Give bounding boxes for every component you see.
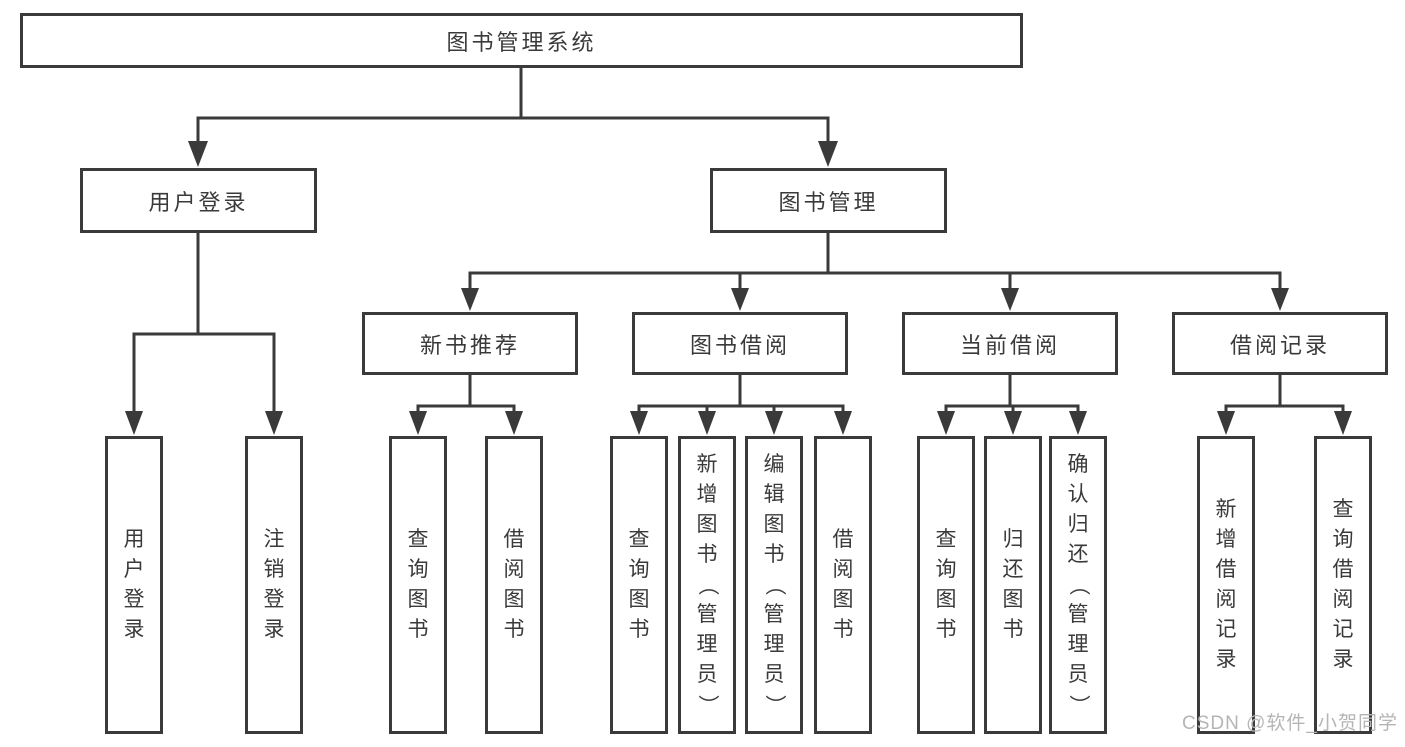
node-leaf-edit-book-admin: 编辑图书（管理员） <box>745 436 803 734</box>
node-user-login-module: 用户登录 <box>80 168 317 233</box>
node-leaf-logout: 注销登录 <box>245 436 303 734</box>
node-leaf-query-books-borrow: 查询图书 <box>610 436 668 734</box>
node-leaf-add-borrow-record: 新增借阅记录 <box>1197 436 1255 734</box>
node-leaf-query-books-recommend: 查询图书 <box>389 436 447 734</box>
node-book-management-module: 图书管理 <box>710 168 947 233</box>
node-current-borrowing: 当前借阅 <box>902 312 1118 375</box>
node-book-borrowing: 图书借阅 <box>632 312 848 375</box>
node-borrowing-records: 借阅记录 <box>1172 312 1388 375</box>
arrowheads <box>125 141 1352 435</box>
node-leaf-query-books-current: 查询图书 <box>917 436 975 734</box>
node-leaf-return-book: 归还图书 <box>984 436 1042 734</box>
node-leaf-add-book-admin: 新增图书（管理员） <box>678 436 736 734</box>
node-new-book-recommend: 新书推荐 <box>362 312 578 375</box>
node-leaf-user-login: 用户登录 <box>105 436 163 734</box>
node-leaf-confirm-return-admin: 确认归还（管理员） <box>1049 436 1107 734</box>
node-root: 图书管理系统 <box>20 13 1023 68</box>
watermark: CSDN @软件_小贺同学 <box>1182 713 1398 734</box>
node-leaf-borrow-books-recommend: 借阅图书 <box>485 436 543 734</box>
node-leaf-borrow-books: 借阅图书 <box>814 436 872 734</box>
node-leaf-query-borrow-record: 查询借阅记录 <box>1314 436 1372 734</box>
